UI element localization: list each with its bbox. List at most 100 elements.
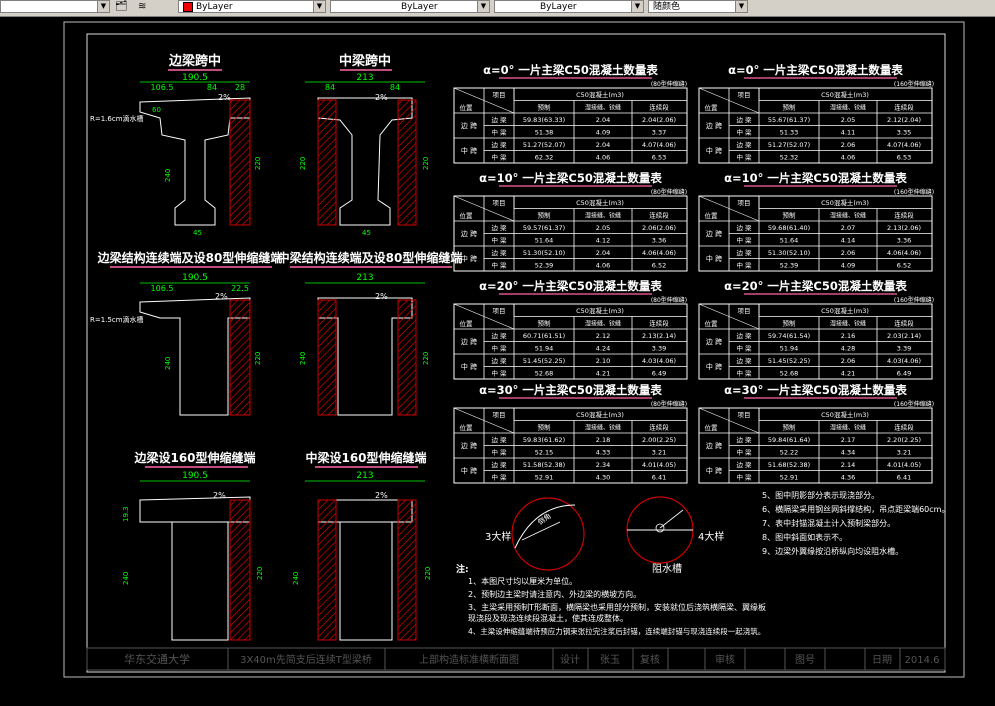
table-cell: 52.91 — [535, 474, 554, 482]
table-cell: 51.68(52.38) — [768, 461, 810, 469]
beam-label: 边 梁 — [491, 331, 507, 340]
table-title: α=0° 一片主梁C50混凝土数量表 — [728, 63, 903, 77]
table-header: 湿接缝、铰缝 — [585, 104, 621, 112]
note-line: 9、边梁外翼缘按沿桥纵向均设阻水槽。 — [762, 546, 903, 556]
table-subtitle: (160型伸缩缝) — [894, 296, 934, 304]
chevron-down-icon: ▼ — [313, 1, 325, 12]
table-cell: 4.33 — [596, 449, 610, 457]
table-cell: 51.38 — [535, 129, 554, 137]
table-cell: 51.45(52.25) — [523, 357, 565, 365]
plotstyle-combo[interactable]: 随颜色▼ — [648, 0, 748, 13]
table-title: α=20° 一片主梁C50混凝土数量表 — [724, 279, 907, 293]
beam-label: 边 梁 — [491, 248, 507, 257]
table-cell: 6.49 — [652, 370, 666, 378]
svg-text:2014.6: 2014.6 — [905, 655, 940, 666]
table-header: 湿接缝、铰缝 — [585, 320, 621, 328]
table-title: α=30° 一片主梁C50混凝土数量表 — [479, 383, 662, 397]
detail-3-label: 3大样 — [485, 530, 511, 543]
table-title: α=30° 一片主梁C50混凝土数量表 — [724, 383, 907, 397]
table-header: 预制 — [538, 319, 552, 328]
detail-3: 倒角 3大样 — [485, 497, 585, 571]
section-title: 边梁跨中 — [168, 53, 221, 69]
svg-text:213: 213 — [356, 273, 373, 283]
span-label: 边 跨 — [706, 121, 722, 130]
beam-label: 中 梁 — [736, 128, 752, 137]
linetype-combo[interactable]: ByLayer▼ — [330, 0, 490, 13]
table-header: 位置 — [705, 423, 719, 432]
table-title: α=10° 一片主梁C50混凝土数量表 — [479, 171, 662, 185]
table-cell: 3.39 — [652, 345, 666, 353]
table-title: α=0° 一片主梁C50混凝土数量表 — [483, 63, 658, 77]
table-cell: 2.03(2.14) — [887, 332, 921, 340]
note-line: 5、图中阴影部分表示现浇部分。 — [762, 490, 879, 500]
layer-states-icon[interactable]: 🗂 — [115, 1, 128, 12]
table-subtitle: (160型伸缩缝) — [894, 80, 934, 88]
color-combo[interactable]: ByLayer▼ — [178, 0, 326, 13]
table-header: 预制 — [783, 211, 797, 220]
table-cell: 51.27(52.07) — [768, 141, 810, 149]
table-cell: 52.22 — [780, 449, 799, 457]
table-header: 预制 — [538, 103, 552, 112]
chevron-down-icon: ▼ — [97, 1, 109, 12]
school-name: 华东交通大学 — [124, 652, 190, 666]
svg-text:日期: 日期 — [872, 654, 892, 666]
layer-previous-icon[interactable]: ≋ — [138, 1, 147, 12]
drawing-canvas[interactable]: 边梁跨中 190.5 106.5 84 28 2% R=1.6cm滴水槽 60 … — [0, 17, 995, 706]
table-cell: 2.14 — [841, 461, 855, 469]
span-label: 中 跨 — [706, 466, 722, 475]
table-header: 项目 — [738, 411, 751, 419]
table-header: 预制 — [538, 211, 552, 220]
table-header: C50混凝土(m3) — [821, 410, 869, 419]
chevron-down-icon: ▼ — [477, 1, 489, 12]
section-edge-joint160: 边梁设160型伸缩缝端 190.5 2% 19.3 240 220 — [122, 450, 264, 641]
beam-label: 中 梁 — [736, 153, 752, 162]
table-cell: 2.00(2.25) — [642, 436, 676, 444]
table-cell: 4.34 — [841, 449, 855, 457]
title-block: 华东交通大学 3X40m先简支后连续T型梁桥 上部构造标准横断面图 设计 张玉 … — [86, 647, 946, 671]
section-middle-mid: 中梁跨中 213 84 84 2% 220 220 45 — [299, 53, 430, 237]
table-cell: 51.45(52.25) — [768, 357, 810, 365]
table-cell: 2.04(2.06) — [642, 116, 676, 124]
svg-text:190.5: 190.5 — [182, 273, 208, 283]
beam-label: 中 梁 — [491, 261, 507, 270]
layer-combo[interactable]: ▼ — [0, 0, 110, 13]
span-label: 边 跨 — [706, 337, 722, 346]
table-header: 位置 — [460, 211, 474, 220]
table-header: 湿接缝、铰缝 — [830, 104, 866, 112]
svg-text:220: 220 — [422, 157, 430, 170]
table-cell: 4.21 — [841, 370, 855, 378]
section-middle-joint80: 中梁结构连续端及设80型伸缩缝端 213 2% 240 220 — [278, 250, 462, 416]
drawing-name: 上部构造标准横断面图 — [419, 653, 519, 666]
table-cell: 51.64 — [780, 237, 799, 245]
table-cell: 2.10 — [596, 357, 610, 365]
table-header: 项目 — [493, 199, 506, 207]
color-swatch-icon — [183, 1, 193, 12]
svg-text:220: 220 — [254, 352, 262, 365]
section-middle-joint160: 中梁设160型伸缩缝端 213 2% 240 220 — [292, 450, 432, 641]
span-label: 边 跨 — [706, 229, 722, 238]
svg-text:复核: 复核 — [640, 653, 660, 666]
chevron-down-icon: ▼ — [631, 1, 643, 12]
table-header: 连续段 — [894, 319, 914, 328]
table-cell: 59.84(61.64) — [768, 436, 810, 444]
table-cell: 4.03(4.06) — [642, 357, 676, 365]
table-cell: 6.41 — [652, 474, 666, 482]
table-header: 位置 — [460, 319, 474, 328]
note-line: 现浇段及现浇连续段混凝土，使其连成整体。 — [468, 613, 628, 623]
table-cell: 4.24 — [596, 345, 610, 353]
table-cell: 55.67(61.37) — [768, 116, 810, 124]
note-line: 2、预制边主梁时请注意内、外边梁的横坡方向。 — [468, 589, 641, 599]
section-title: 中梁跨中 — [339, 53, 391, 69]
beam-label: 中 梁 — [491, 369, 507, 378]
dim-label: 28 — [235, 83, 245, 92]
svg-text:张玉: 张玉 — [600, 654, 620, 666]
table-cell: 52.68 — [780, 370, 799, 378]
svg-text:注:: 注: — [456, 563, 469, 575]
table-cell: 51.58(52.38) — [523, 461, 565, 469]
table-header: 连续段 — [649, 319, 669, 328]
table-cell: 4.01(4.05) — [887, 461, 921, 469]
lineweight-combo[interactable]: ByLayer▼ — [494, 0, 644, 13]
table-cell: 2.07 — [841, 224, 855, 232]
svg-text:倒角: 倒角 — [536, 511, 553, 526]
table-header: 位置 — [705, 319, 719, 328]
